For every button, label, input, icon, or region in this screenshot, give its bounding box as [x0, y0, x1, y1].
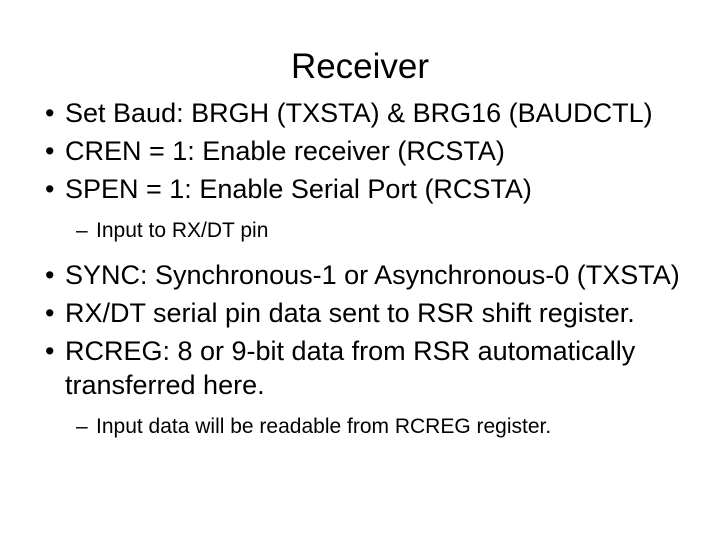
bullet-marker-icon: •: [45, 136, 55, 166]
sub-bullet-text: Input data will be readable from RCREG r…: [96, 415, 552, 438]
sub-bullet-marker-icon: –: [76, 219, 88, 242]
bullet-item: • CREN = 1: Enable receiver (RCSTA): [0, 134, 720, 168]
sub-bullet-marker-icon: –: [76, 415, 88, 438]
bullet-marker-icon: •: [45, 174, 55, 204]
spacer: [0, 402, 720, 413]
bullet-item: • SPEN = 1: Enable Serial Port (RCSTA): [0, 172, 720, 206]
slide-body: • Set Baud: BRGH (TXSTA) & BRG16 (BAUDCT…: [0, 96, 720, 440]
bullet-item: • Set Baud: BRGH (TXSTA) & BRG16 (BAUDCT…: [0, 96, 720, 130]
bullet-item: • RX/DT serial pin data sent to RSR shif…: [0, 296, 720, 330]
bullet-marker-icon: •: [45, 98, 55, 128]
bullet-marker-icon: •: [45, 336, 55, 366]
spacer: [0, 244, 720, 258]
sub-bullet-item: – Input data will be readable from RCREG…: [0, 413, 720, 440]
sub-bullet-item: – Input to RX/DT pin: [0, 217, 720, 244]
spacer: [0, 206, 720, 217]
sub-bullet-text: Input to RX/DT pin: [96, 219, 269, 242]
bullet-text: Set Baud: BRGH (TXSTA) & BRG16 (BAUDCTL): [65, 98, 653, 128]
bullet-text: SPEN = 1: Enable Serial Port (RCSTA): [65, 174, 532, 204]
bullet-text: RCREG: 8 or 9-bit data from RSR automati…: [65, 336, 643, 400]
bullet-text: SYNC: Synchronous-1 or Asynchronous-0 (T…: [65, 260, 680, 290]
bullet-marker-icon: •: [45, 260, 55, 290]
bullet-item: • RCREG: 8 or 9-bit data from RSR automa…: [0, 334, 720, 402]
slide-title: Receiver: [290, 47, 430, 86]
bullet-marker-icon: •: [45, 298, 55, 328]
bullet-item: • SYNC: Synchronous-1 or Asynchronous-0 …: [0, 258, 720, 292]
bullet-text: CREN = 1: Enable receiver (RCSTA): [65, 136, 505, 166]
bullet-text: RX/DT serial pin data sent to RSR shift …: [65, 298, 635, 328]
